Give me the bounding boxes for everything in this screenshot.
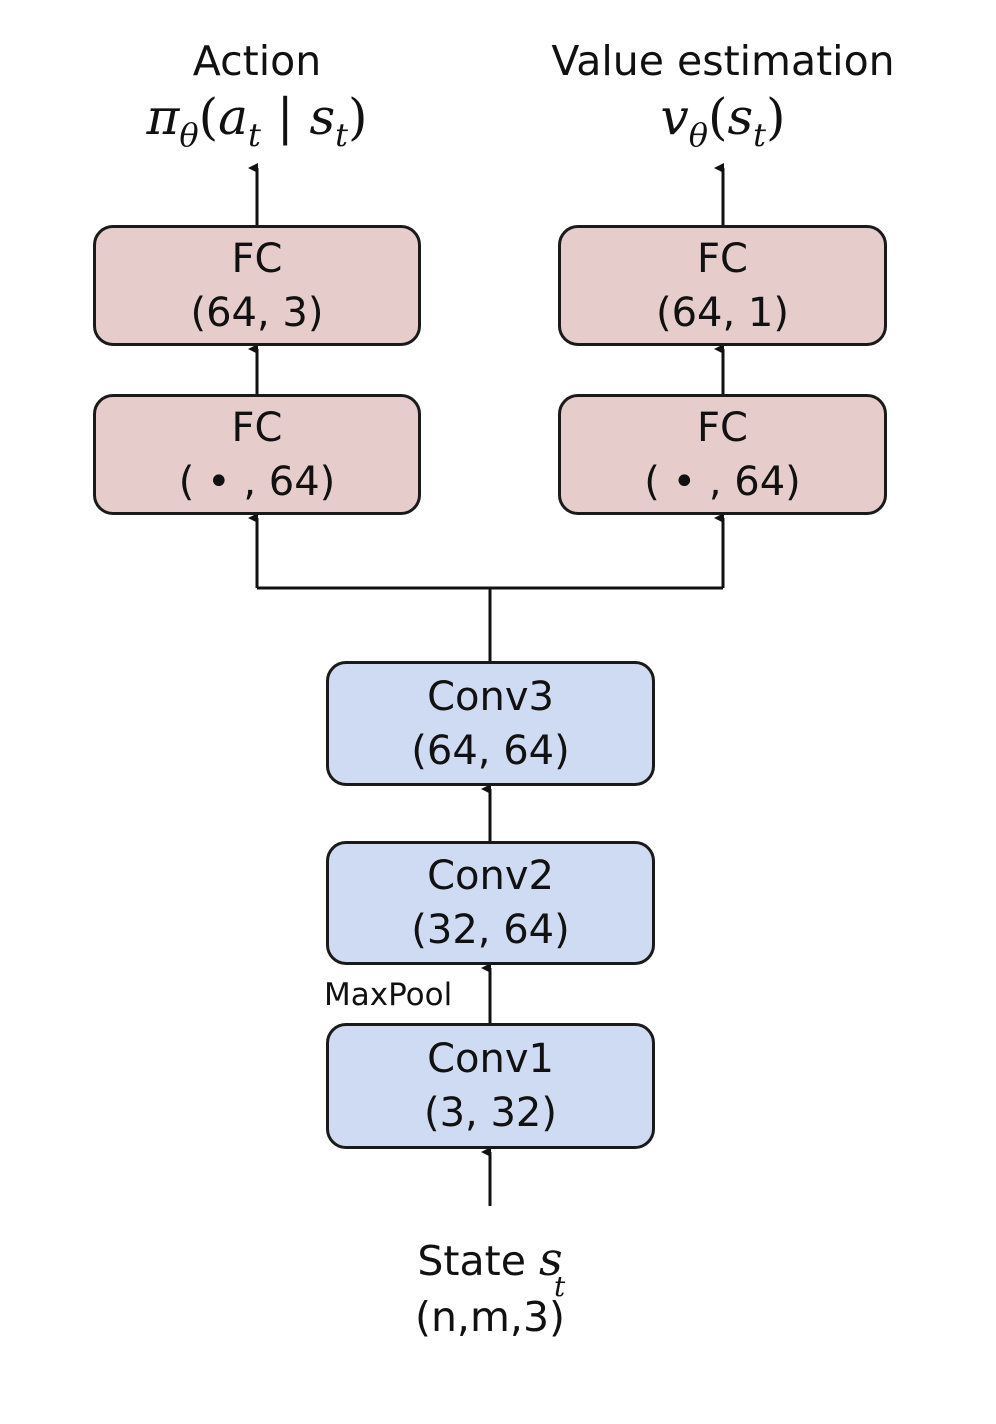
- policy-fc-bottom: FC ( • , 64): [93, 394, 421, 515]
- state-label: State: [417, 1237, 526, 1285]
- policy-fc-bottom-name: FC: [231, 404, 283, 451]
- value-fc-top-name: FC: [697, 235, 748, 282]
- value-fc-top: FC (64, 1): [558, 225, 887, 346]
- value-fc-top-shape: (64, 1): [656, 289, 789, 336]
- state-input: State s (n,m,3): [390, 1232, 590, 1346]
- policy-fc-top-name: FC: [231, 235, 283, 282]
- state-symbol: s: [538, 1232, 563, 1286]
- policy-formula: πθ(at | st): [146, 88, 368, 154]
- maxpool-label: MaxPool: [324, 977, 453, 1013]
- conv1-shape: (3, 32): [424, 1090, 557, 1136]
- state-row: State s: [390, 1232, 590, 1288]
- state-shape: (n,m,3): [414, 1293, 566, 1341]
- state-subscript: t: [554, 1270, 566, 1303]
- conv1-box: Conv1 (3, 32): [326, 1023, 655, 1149]
- conv3-shape: (64, 64): [411, 727, 570, 774]
- conv2-name: Conv2: [427, 853, 554, 899]
- conv1-name: Conv1: [427, 1036, 554, 1082]
- value-formula: vθ(st): [660, 88, 786, 154]
- value-label: Value estimation: [551, 37, 895, 85]
- conv2-box: Conv2 (32, 64): [326, 841, 655, 965]
- action-label: Action: [192, 37, 322, 85]
- policy-fc-top-shape: (64, 3): [190, 289, 324, 336]
- value-fc-bottom-shape: ( • , 64): [644, 458, 801, 505]
- policy-fc-top: FC (64, 3): [93, 225, 421, 346]
- value-output: Value estimation vθ(st): [523, 36, 923, 154]
- value-fc-bottom-name: FC: [697, 404, 748, 451]
- action-output: Action πθ(at | st): [107, 36, 407, 154]
- conv3-name: Conv3: [427, 673, 554, 720]
- conv2-shape: (32, 64): [411, 907, 570, 953]
- policy-fc-bottom-shape: ( • , 64): [178, 458, 336, 505]
- conv3-box: Conv3 (64, 64): [326, 661, 655, 786]
- value-fc-bottom: FC ( • , 64): [558, 394, 887, 515]
